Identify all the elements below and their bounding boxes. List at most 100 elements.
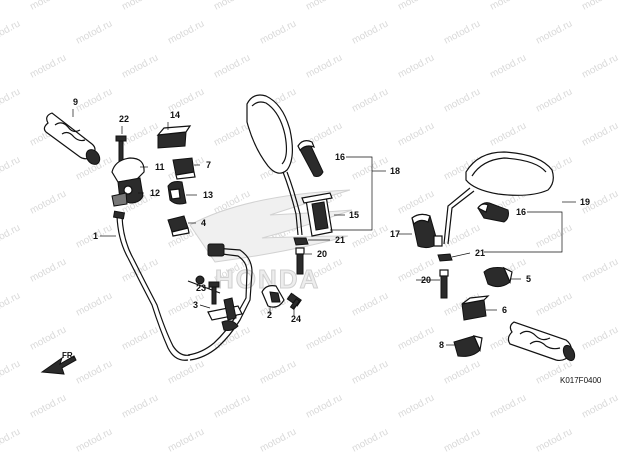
- watermark-text: motod.ru: [580, 120, 620, 148]
- switch-6: [461, 295, 490, 321]
- nut-bolt-left: [293, 237, 309, 275]
- right-mirror: [443, 151, 554, 245]
- watermark-text: motod.ru: [0, 222, 22, 250]
- callout-19: 19: [580, 197, 590, 207]
- watermark-text: motod.ru: [28, 52, 68, 80]
- part-13: [167, 181, 187, 205]
- watermark-text: motod.ru: [488, 120, 528, 148]
- watermark-text: motod.ru: [534, 86, 574, 114]
- watermark-text: motod.ru: [488, 392, 528, 420]
- watermark-text: motod.ru: [580, 392, 620, 420]
- watermark-text: motod.ru: [258, 18, 298, 46]
- callout-13: 13: [203, 190, 213, 200]
- watermark-text: motod.ru: [534, 222, 574, 250]
- watermark-text: motod.ru: [350, 18, 390, 46]
- watermark-text: motod.ru: [396, 0, 436, 13]
- watermark-text: motod.ru: [534, 18, 574, 46]
- watermark-text: motod.ru: [120, 0, 160, 13]
- watermark-text: motod.ru: [28, 324, 68, 352]
- watermark-text: motod.ru: [442, 18, 482, 46]
- leader-lines: [72, 109, 576, 346]
- callout-21: 21: [475, 248, 485, 258]
- watermark-text: motod.ru: [534, 426, 574, 454]
- watermark-text: motod.ru: [580, 256, 620, 284]
- callout-5: 5: [526, 274, 531, 284]
- watermark-text: motod.ru: [120, 120, 160, 148]
- callout-17: 17: [390, 229, 400, 239]
- watermark-text: motod.ru: [166, 426, 206, 454]
- watermark-text: motod.ru: [396, 120, 436, 148]
- watermark-text: motod.ru: [396, 392, 436, 420]
- watermark-text: motod.ru: [580, 52, 620, 80]
- watermark-text: motod.ru: [350, 222, 390, 250]
- callout-6: 6: [502, 305, 507, 315]
- watermark-text: motod.ru: [166, 290, 206, 318]
- reference-code: K017F0400: [560, 376, 602, 385]
- part-4: [167, 215, 190, 237]
- watermark-text: motod.ru: [28, 256, 68, 284]
- right-grip: [507, 321, 576, 362]
- throttle-housing: [111, 157, 145, 207]
- watermark-text: motod.ru: [396, 188, 436, 216]
- watermark-text: motod.ru: [0, 86, 22, 114]
- watermark-text: motod.ru: [304, 324, 344, 352]
- front-direction-label: FR.: [62, 351, 75, 360]
- callout-20: 20: [421, 275, 431, 285]
- callout-8: 8: [439, 340, 444, 350]
- watermark-text: motod.ru: [74, 426, 114, 454]
- watermark-text: motod.ru: [488, 52, 528, 80]
- watermark-text: motod.ru: [350, 154, 390, 182]
- left-grip: [43, 112, 101, 165]
- nut-bolt-right: [437, 253, 453, 299]
- watermark-text: motod.ru: [350, 358, 390, 386]
- callout-18: 18: [390, 166, 400, 176]
- watermark-text: motod.ru: [0, 154, 22, 182]
- watermark-text: motod.ru: [166, 18, 206, 46]
- watermark-text: motod.ru: [120, 392, 160, 420]
- callout-22: 22: [119, 114, 129, 124]
- callout-24: 24: [291, 314, 301, 324]
- callout-15: 15: [349, 210, 359, 220]
- mirror-base-15: [301, 192, 333, 237]
- watermark-text: motod.ru: [258, 426, 298, 454]
- boot-16-left: [297, 140, 324, 177]
- watermark-text: motod.ru: [350, 290, 390, 318]
- watermark-text: motod.ru: [74, 290, 114, 318]
- watermark-text: motod.ru: [258, 358, 298, 386]
- screw-23: [208, 281, 220, 305]
- watermark-text: motod.ru: [304, 392, 344, 420]
- switch-7: [172, 157, 196, 180]
- watermark-text: motod.ru: [212, 52, 252, 80]
- callout-1: 1: [93, 231, 98, 241]
- watermark-text: motod.ru: [442, 426, 482, 454]
- watermark-text: motod.ru: [74, 18, 114, 46]
- watermark-text: motod.ru: [0, 18, 22, 46]
- watermark-text: motod.ru: [120, 256, 160, 284]
- watermark-text: motod.ru: [120, 52, 160, 80]
- watermark-text: motod.ru: [28, 188, 68, 216]
- callout-3: 3: [193, 300, 198, 310]
- watermark-text: motod.ru: [212, 0, 252, 13]
- boot-17: [411, 213, 443, 249]
- watermark-text: motod.ru: [580, 324, 620, 352]
- throttle-cap-14: [156, 125, 192, 149]
- watermark-text: motod.ru: [0, 290, 22, 318]
- cable-bracket-3: [187, 275, 243, 331]
- callout-11: 11: [155, 162, 165, 172]
- screw-24: [286, 292, 302, 310]
- throttle-cable: [112, 210, 191, 361]
- callout-16: 16: [335, 152, 345, 162]
- callout-9: 9: [73, 97, 78, 107]
- callout-2: 2: [267, 310, 272, 320]
- left-mirror: [246, 94, 303, 236]
- watermark-text: motod.ru: [488, 0, 528, 13]
- watermark-text: motod.ru: [212, 120, 252, 148]
- watermark-text: motod.ru: [212, 392, 252, 420]
- watermark-text: motod.ru: [28, 392, 68, 420]
- watermark-text: motod.ru: [74, 358, 114, 386]
- callout-21: 21: [335, 235, 345, 245]
- watermark-text: motod.ru: [0, 358, 22, 386]
- watermark-text: motod.ru: [442, 358, 482, 386]
- watermark-text: motod.ru: [0, 426, 22, 454]
